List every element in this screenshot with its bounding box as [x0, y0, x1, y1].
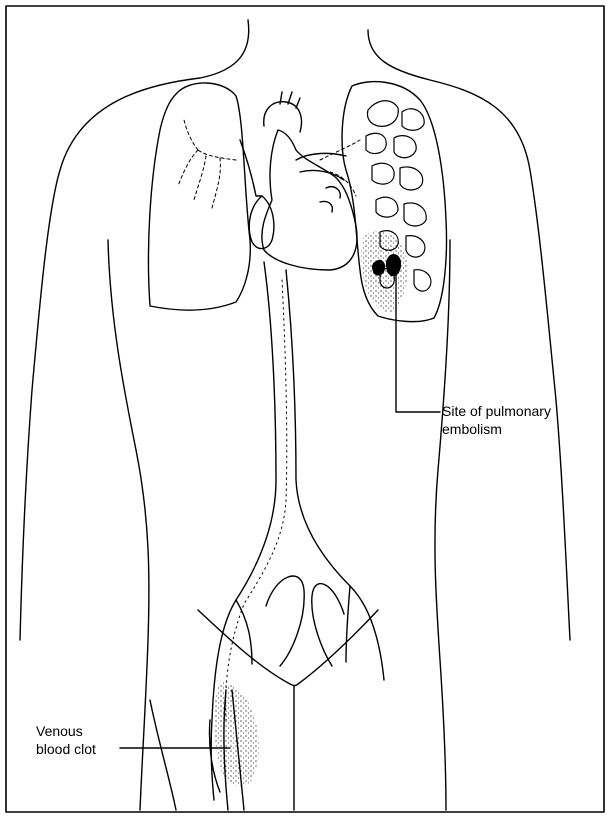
embolism-label-line2: embolism — [442, 421, 502, 437]
left-lung — [148, 83, 250, 310]
venous-clot-stipple — [214, 682, 258, 786]
groin-line-right — [298, 610, 378, 684]
pelvic-inner-right — [346, 586, 350, 662]
heart — [240, 92, 357, 270]
lungs — [148, 82, 446, 322]
left-torso-contour — [108, 240, 149, 810]
venous-path — [209, 262, 384, 810]
vein-centerline-dotted — [226, 280, 287, 720]
clot-label-line1: Venous — [36, 723, 83, 739]
crotch-line — [290, 684, 298, 810]
clot-label-line2: blood clot — [36, 741, 96, 757]
iliac-branch-right — [312, 584, 344, 666]
embolism-clot-mark-2 — [373, 260, 385, 274]
left-neck-shoulder-contour — [20, 20, 249, 640]
groin-line-left — [198, 610, 290, 684]
superior-vena-cava — [240, 140, 262, 196]
heart-vessel-detail — [320, 187, 340, 212]
left-leg-outer — [150, 700, 176, 810]
iliac-branch-left — [266, 576, 304, 666]
embolism-clot-mark — [387, 255, 401, 276]
aortic-arch — [264, 92, 302, 132]
right-torso-contour — [435, 240, 450, 810]
right-neck-shoulder-contour — [368, 30, 570, 640]
embolism-label-line1: Site of pulmonary — [442, 403, 551, 419]
pelvic-inner-left — [236, 600, 252, 664]
left-lung-bronchi — [178, 120, 236, 208]
